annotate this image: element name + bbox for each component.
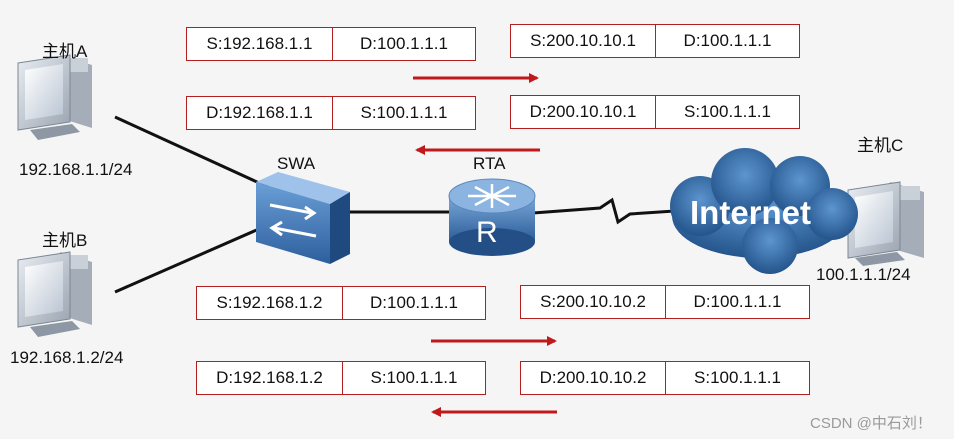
host-a-name: 主机A <box>42 42 88 61</box>
host-a-ip: 192.168.1.1/24 <box>19 160 133 179</box>
packet-source: S:100.1.1.1 <box>341 362 485 394</box>
packet-source: S:100.1.1.1 <box>331 97 475 129</box>
host-a-computer-icon <box>17 54 92 140</box>
packet-b-outbound-inside: S:192.168.1.2 D:100.1.1.1 <box>196 286 486 320</box>
packet-b-outbound-outside: S:200.10.10.2 D:100.1.1.1 <box>520 285 810 319</box>
packet-source: S:100.1.1.1 <box>665 362 809 394</box>
internet-cloud-icon <box>670 148 858 274</box>
watermark: CSDN @中石刘！ <box>810 415 932 432</box>
link-hosta-swa <box>114 115 269 189</box>
packet-a-return-outside: D:200.10.10.1 S:100.1.1.1 <box>510 95 800 129</box>
internet-label: Internet <box>690 194 812 231</box>
link-hostb-swa <box>114 223 269 294</box>
host-b-computer-icon <box>17 251 92 337</box>
packet-destination: D:192.168.1.1 <box>206 103 313 122</box>
packet-destination: D:100.1.1.1 <box>655 25 799 57</box>
switch-label: SWA <box>277 154 316 173</box>
host-c-computer-icon <box>847 181 924 266</box>
packet-destination: D:100.1.1.1 <box>341 287 485 319</box>
packet-a-outbound-outside: S:200.10.10.1 D:100.1.1.1 <box>510 24 800 58</box>
router-label: RTA <box>473 154 506 173</box>
packet-destination: D:100.1.1.1 <box>665 286 809 318</box>
host-b-name: 主机B <box>42 231 88 250</box>
packet-destination: D:100.1.1.1 <box>331 28 475 60</box>
packet-destination: D:200.10.10.1 <box>529 102 637 121</box>
packet-b-return-inside: D:192.168.1.2 S:100.1.1.1 <box>196 361 486 395</box>
packet-destination: D:192.168.1.2 <box>216 368 323 387</box>
host-c-ip: 100.1.1.1/24 <box>816 265 911 284</box>
packet-destination: D:200.10.10.2 <box>539 368 647 387</box>
packet-source: S:200.10.10.2 <box>540 292 646 311</box>
packet-source: S:192.168.1.1 <box>206 34 313 53</box>
switch-icon <box>256 172 350 264</box>
packet-source: S:192.168.1.2 <box>216 293 323 312</box>
link-rta-internet <box>532 197 691 225</box>
packet-b-return-outside: D:200.10.10.2 S:100.1.1.1 <box>520 361 810 395</box>
router-icon <box>448 178 536 256</box>
host-c-name: 主机C <box>857 136 904 155</box>
router-glyph: R <box>476 216 498 249</box>
packet-a-return-inside: D:192.168.1.1 S:100.1.1.1 <box>186 96 476 130</box>
packet-a-outbound-inside: S:192.168.1.1 D:100.1.1.1 <box>186 27 476 61</box>
packet-source: S:200.10.10.1 <box>530 31 636 50</box>
host-b-ip: 192.168.1.2/24 <box>10 348 124 367</box>
packet-source: S:100.1.1.1 <box>655 96 799 128</box>
